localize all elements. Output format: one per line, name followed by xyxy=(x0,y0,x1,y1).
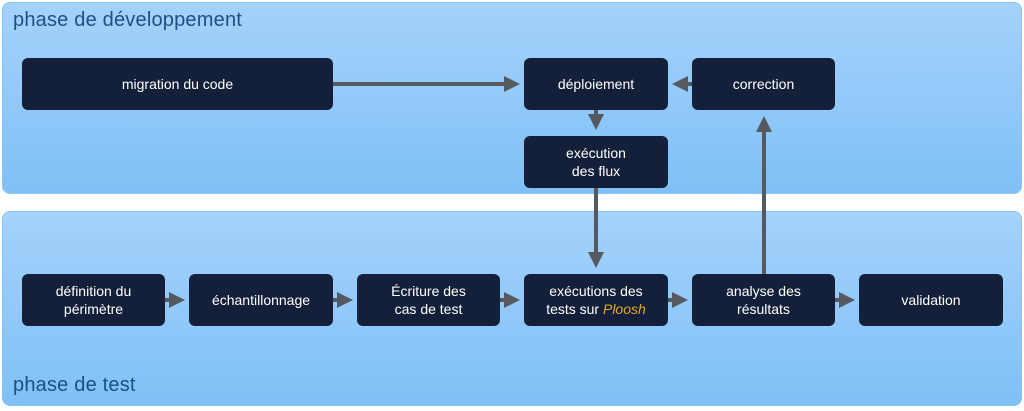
box-deploiement: déploiement xyxy=(524,58,668,110)
box-execution-label-1: exécution xyxy=(566,145,626,161)
phase-test-area: phase de test xyxy=(2,211,1022,406)
box-ecriture-label-2: cas de test xyxy=(394,301,463,317)
box-echantillonnage-label: échantillonnage xyxy=(211,292,311,308)
box-correction-label: correction xyxy=(732,76,795,92)
box-analyse-label-1: analyse des xyxy=(726,283,801,299)
box-analyse-des-resultats: analyse des résultats xyxy=(692,274,835,326)
box-deploiement-label: déploiement xyxy=(557,76,635,92)
phase-development-title: phase de développement xyxy=(13,9,243,31)
box-migration-du-code: migration du code xyxy=(22,58,333,110)
box-definition-perimetre: définition du périmètre xyxy=(22,274,165,326)
ploosh-label: Ploosh xyxy=(602,301,646,317)
box-validation: validation xyxy=(859,274,1003,326)
box-correction: correction xyxy=(692,58,835,110)
box-executions-des-tests: exécutions des tests sur Ploosh xyxy=(524,274,668,326)
box-echantillonnage: échantillonnage xyxy=(189,274,333,326)
box-executions-label-2: tests sur xyxy=(546,301,603,317)
box-validation-label: validation xyxy=(901,292,961,308)
box-execution-label-2: des flux xyxy=(571,163,621,179)
box-analyse-label-2: résultats xyxy=(737,301,790,317)
box-definition-label-1: définition du xyxy=(55,283,132,299)
box-ecriture-cas-de-test: Écriture des cas de test xyxy=(357,274,500,326)
box-executions-label-1: exécutions des xyxy=(549,283,643,299)
phase-test-title: phase de test xyxy=(13,374,136,396)
box-migration-label: migration du code xyxy=(121,76,234,92)
box-definition-label-2: périmètre xyxy=(63,301,124,317)
box-execution-des-flux: exécution des flux xyxy=(524,136,668,188)
box-ecriture-label-1: Écriture des xyxy=(391,283,466,299)
